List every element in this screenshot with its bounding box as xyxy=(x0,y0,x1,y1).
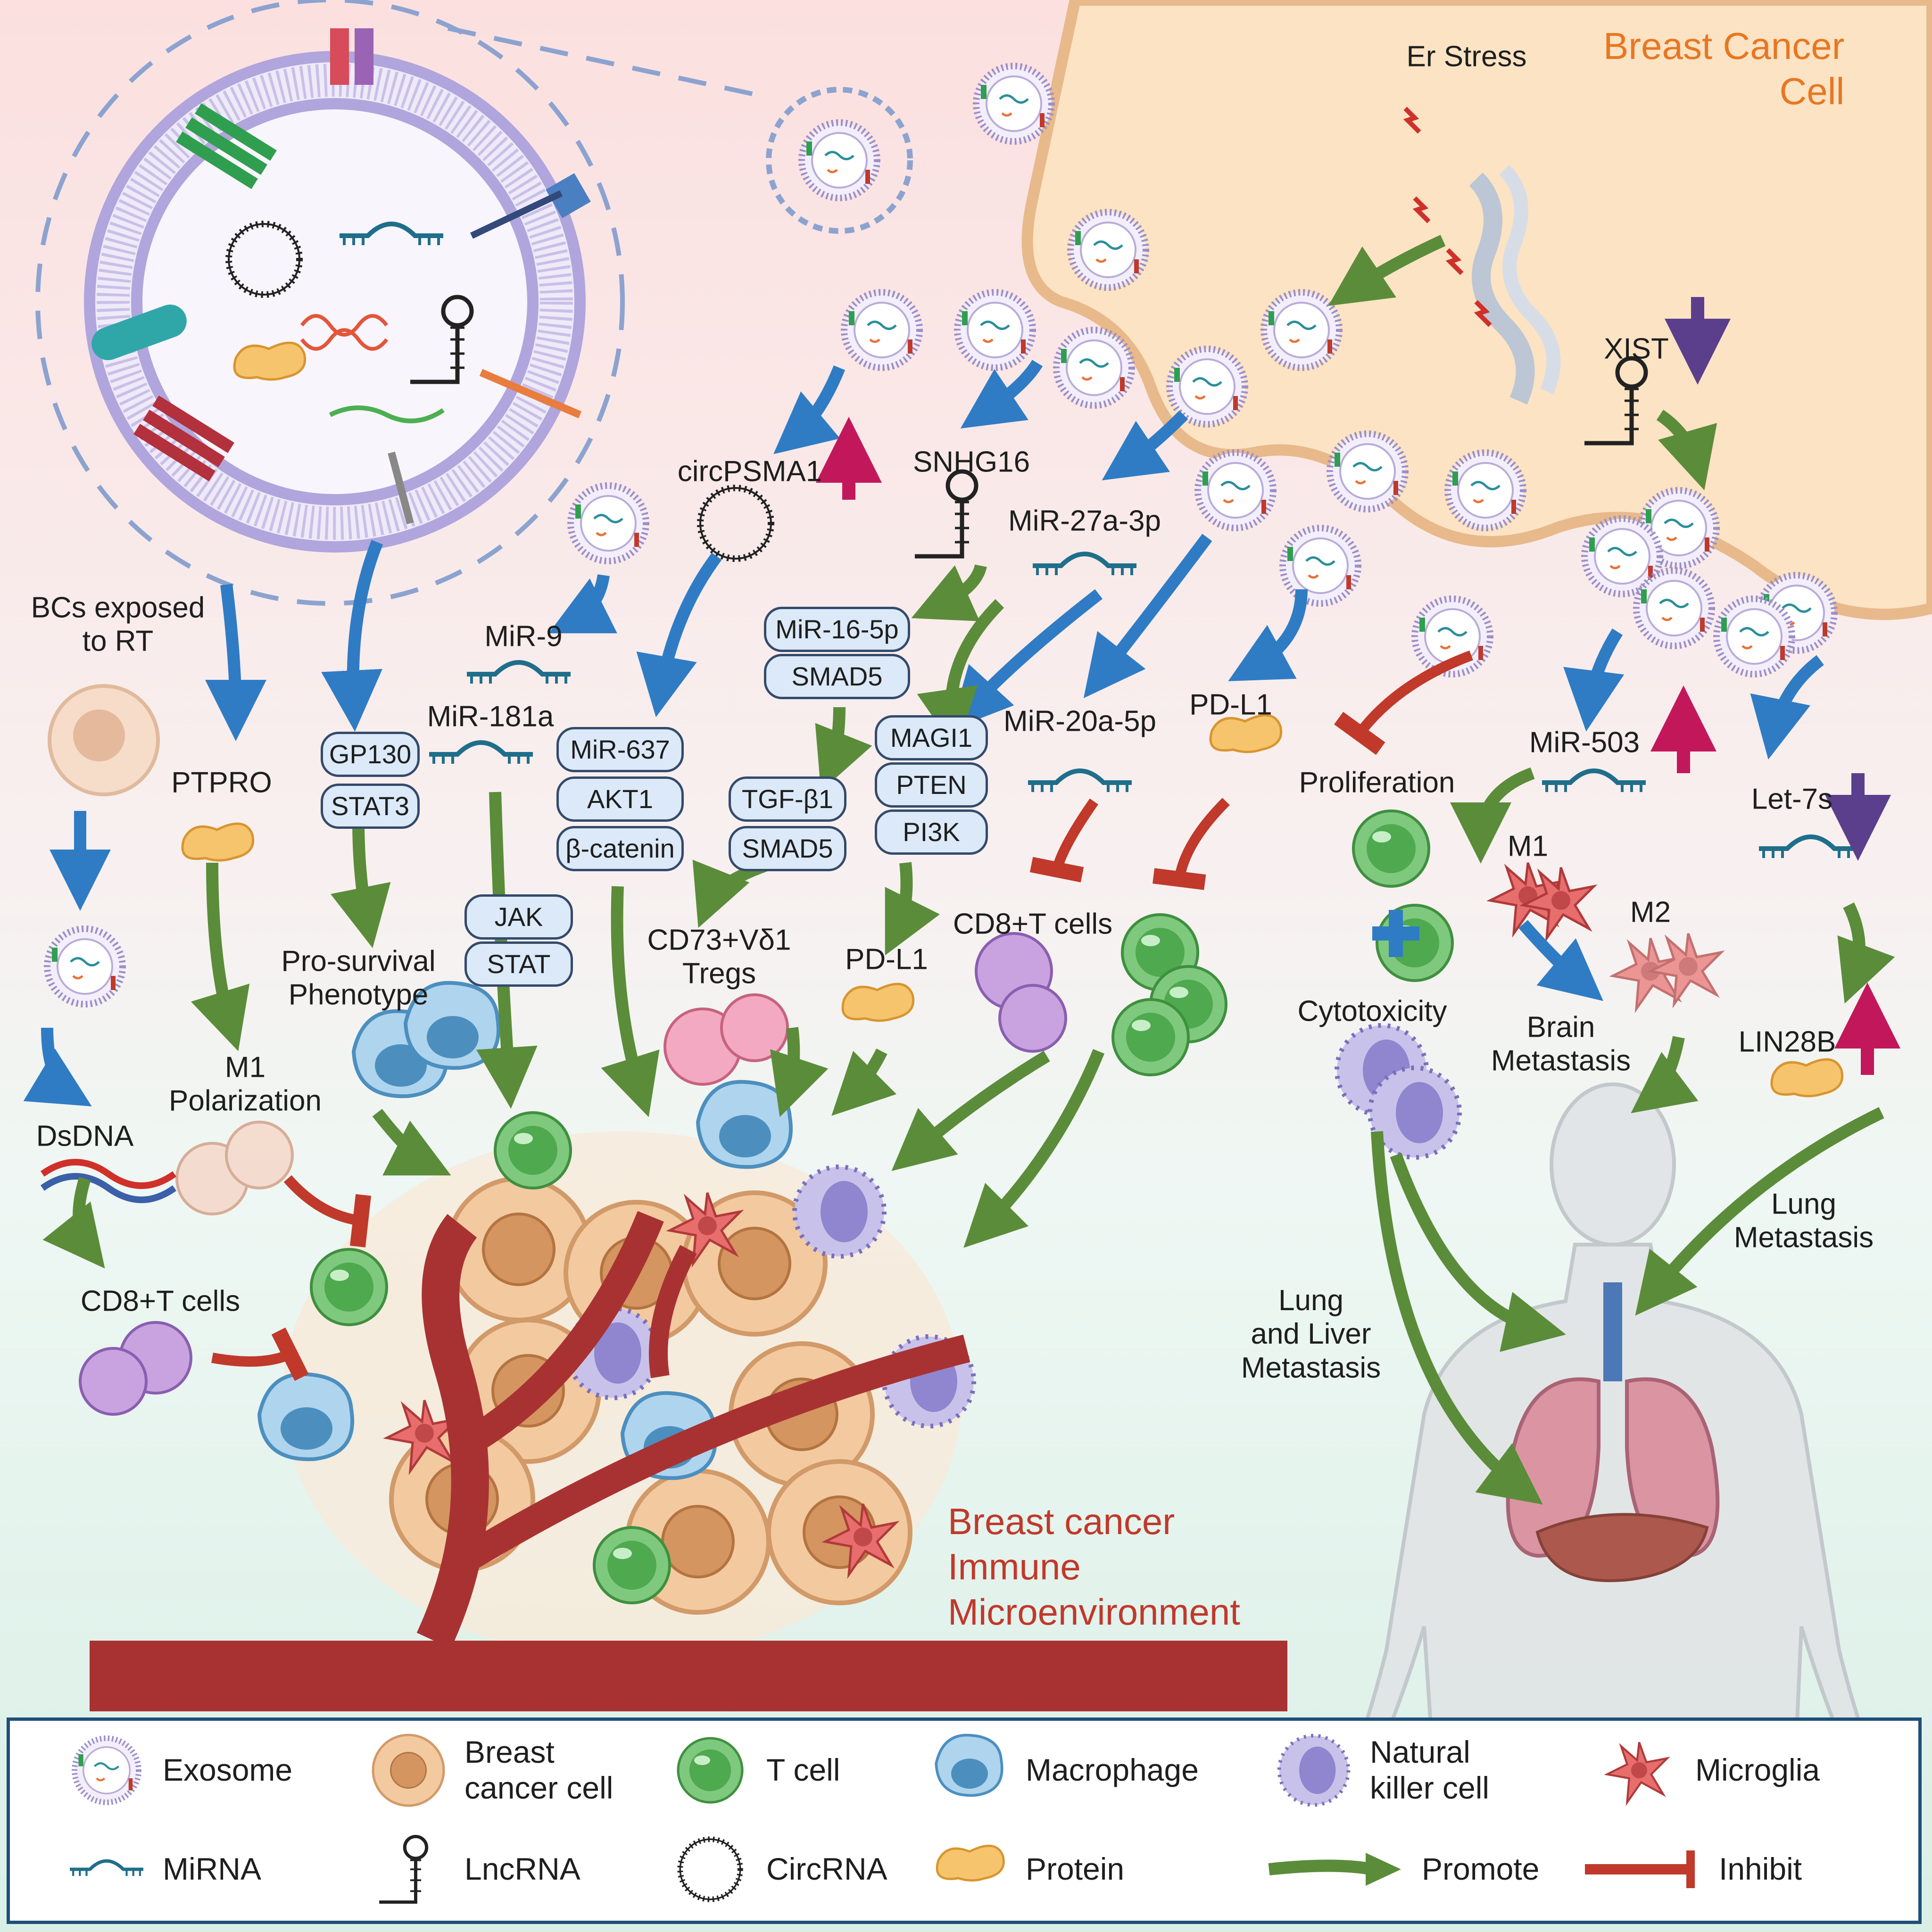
legend-exosome: Exosome xyxy=(66,1730,292,1810)
microglia-icon xyxy=(1599,1730,1679,1810)
purple-t-cells xyxy=(79,932,1067,1416)
pi3k-box: PI3K xyxy=(875,809,988,855)
macrophage-icon xyxy=(929,1730,1010,1810)
bcatenin-box: β-catenin xyxy=(556,826,684,871)
stat3-box: STAT3 xyxy=(321,784,420,829)
breast-cancer-cell-icon xyxy=(368,1730,448,1810)
mir27a-label: MiR-27a-3p xyxy=(1008,504,1161,537)
smad5-a-box: SMAD5 xyxy=(764,654,910,699)
lncrna-icon xyxy=(368,1829,448,1909)
jak-box: JAK xyxy=(464,894,573,940)
akt1-box: AKT1 xyxy=(556,776,684,822)
er-stress-label: Er Stress xyxy=(1406,40,1527,73)
ptpro-label: PTPRO xyxy=(171,766,272,799)
legend-breast-cancer-cell: Breast cancer cell xyxy=(368,1730,613,1810)
exosome-zoom xyxy=(35,0,625,606)
let7s-label: Let-7s xyxy=(1751,783,1833,816)
circpsma1-label: circPSMA1 xyxy=(677,455,822,488)
smad5-b-box: SMAD5 xyxy=(729,826,846,871)
m1-polarization-cells xyxy=(175,1121,294,1215)
legend-promote: Promote xyxy=(1264,1829,1539,1909)
legend-t-cell: T cell xyxy=(670,1730,840,1810)
mir503-label: MiR-503 xyxy=(1529,726,1640,759)
cd8-mid-label: CD8+T cells xyxy=(953,908,1113,941)
breast-cancer-cell-label: Breast Cancer Cell xyxy=(1603,25,1845,112)
green-arrows xyxy=(42,235,1895,1505)
legend-nk-cell: Natural killer cell xyxy=(1274,1730,1489,1810)
red-arrows xyxy=(211,650,1473,1381)
blood-vessel xyxy=(90,1211,1287,1711)
mirna-icon xyxy=(66,1829,147,1909)
treg-cells xyxy=(663,993,789,1086)
legend-inhibit: Inhibit xyxy=(1580,1829,1802,1909)
dsdna-label: DsDNA xyxy=(36,1120,134,1153)
lin28b-label: LIN28B xyxy=(1738,1025,1836,1058)
brain-met-label: Brain Metastasis xyxy=(1491,1011,1631,1077)
lung-met-label: Lung Metastasis xyxy=(1733,1188,1874,1254)
cytotoxicity-label: Cytotoxicity xyxy=(1297,995,1447,1028)
legend-macrophage: Macrophage xyxy=(929,1730,1199,1810)
mir20a-label: MiR-20a-5p xyxy=(1003,705,1156,738)
legend-circrna: CircRNA xyxy=(670,1829,887,1909)
xist-label: XIST xyxy=(1604,332,1669,365)
blue-arrows xyxy=(23,360,1824,1106)
magi1-box: MAGI1 xyxy=(875,715,988,760)
pro-survival-label: Pro-survival Phenotype xyxy=(281,945,436,1011)
protein-icon xyxy=(929,1829,1010,1909)
mir9-label: MiR-9 xyxy=(484,620,563,653)
microenvironment-label: Breast cancer Immune Microenvironment xyxy=(948,1501,1240,1633)
human-body xyxy=(1336,1082,1889,1841)
m1-label: M1 xyxy=(1507,830,1549,863)
stat-box: STAT xyxy=(464,941,573,987)
cd8-left-label: CD8+T cells xyxy=(80,1285,240,1318)
bcs-rt-cluster xyxy=(48,684,160,796)
legend-lncrna: LncRNA xyxy=(368,1829,580,1909)
legend: Exosome Breast cancer cell T cell Macrop… xyxy=(7,1717,1922,1924)
tgfb1-box: TGF-β1 xyxy=(729,776,846,822)
mir16-box: MiR-16-5p xyxy=(764,607,910,652)
mir181a-label: MiR-181a xyxy=(427,700,554,733)
pdl1-mid-label: PD-L1 xyxy=(845,943,928,976)
m2-label: M2 xyxy=(1630,896,1671,929)
gp130-box: GP130 xyxy=(321,732,420,777)
legend-mirna: MiRNA xyxy=(66,1829,261,1909)
legend-microglia: Microglia xyxy=(1599,1730,1820,1810)
exosome-icon xyxy=(66,1730,147,1810)
er-stress-organelle xyxy=(1403,107,1561,405)
proliferation-label: Proliferation xyxy=(1299,766,1455,799)
snhg16-label: SNHG16 xyxy=(912,446,1030,479)
promote-arrow-icon xyxy=(1268,1853,1401,1886)
pten-box: PTEN xyxy=(875,762,988,808)
lung-liver-met-label: Lung and Liver Metastasis xyxy=(1241,1284,1381,1384)
dsdna-strand xyxy=(40,1159,177,1189)
mir637-box: MiR-637 xyxy=(556,727,684,772)
cd73-label: CD73+Vδ1 Tregs xyxy=(647,924,791,990)
bcs-rt-label: BCs exposed to RT xyxy=(31,591,205,658)
legend-protein: Protein xyxy=(929,1829,1124,1909)
inhibit-bar-icon xyxy=(1585,1850,1695,1888)
circrna-icon xyxy=(670,1829,750,1909)
plus-sign xyxy=(1372,910,1419,957)
m1-polarization-label: M1 Polarization xyxy=(169,1051,322,1117)
t-cell-icon xyxy=(670,1730,750,1810)
pdl1-top-label: PD-L1 xyxy=(1189,688,1272,721)
nk-cell-icon xyxy=(1274,1730,1354,1810)
